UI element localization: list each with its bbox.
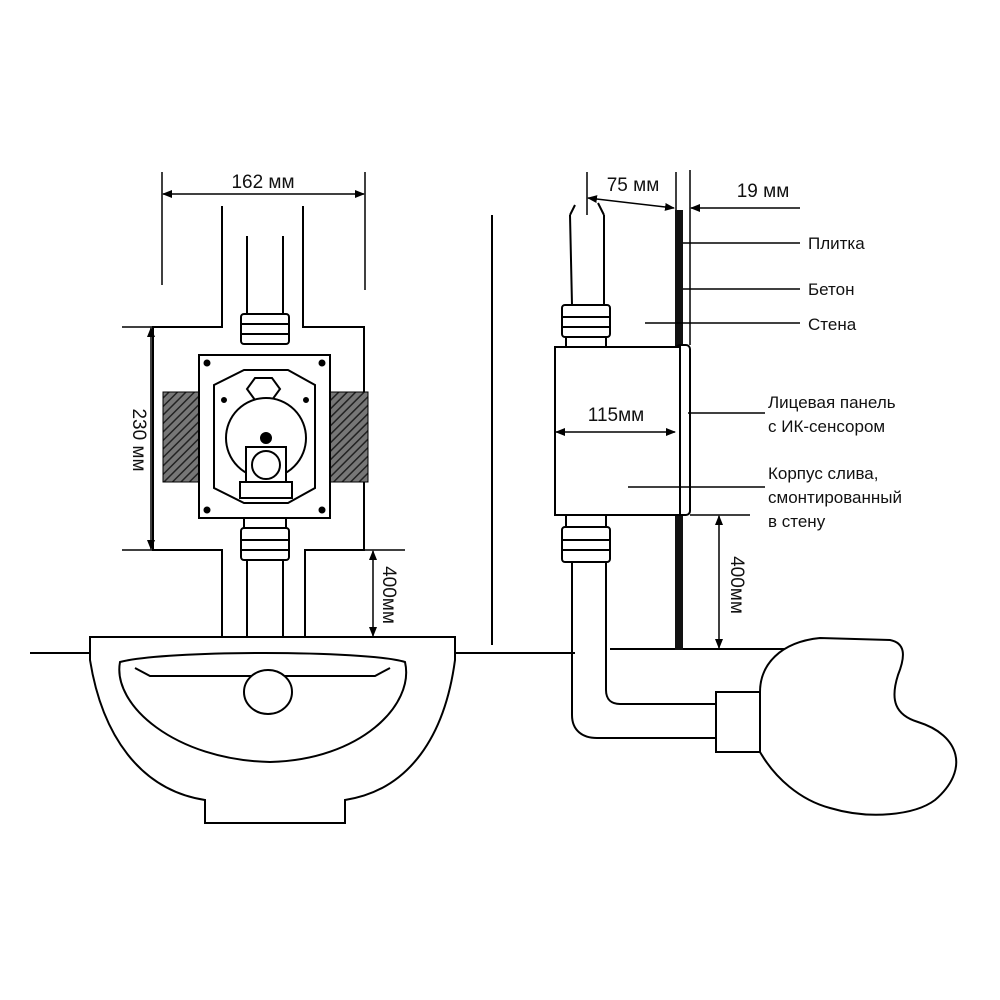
height-dim-label: 230 мм [128, 408, 149, 471]
hex-nut-icon [245, 377, 282, 401]
insulation-left [162, 391, 202, 483]
offset-dim-line [587, 195, 675, 211]
front-floor-dim-label: 400мм [378, 566, 399, 624]
label-housing-line1: Корпус слива, [768, 464, 878, 483]
width-dim-label: 162 мм [231, 172, 294, 193]
side-floor-dim-label: 400мм [726, 556, 747, 614]
urinal-side [759, 636, 958, 816]
label-concrete: Бетон [808, 280, 854, 299]
pipe-coupling [715, 691, 761, 753]
label-wall: Стена [808, 315, 857, 334]
side-lower-nut [561, 526, 611, 563]
label-panel-line2: с ИК-сенсором [768, 417, 885, 436]
offset-dim-label: 75 мм [607, 175, 660, 196]
side-upper-pipe [569, 214, 605, 306]
insulation-right [329, 391, 369, 483]
label-panel-line1: Лицевая панель [768, 393, 896, 412]
depth-dim-label: 115мм [588, 405, 644, 426]
side-upper-nut [561, 304, 611, 338]
label-housing-line2: смонтированный [768, 488, 902, 507]
label-housing-line3: в стену [768, 512, 826, 531]
urinal-bowl [89, 636, 456, 824]
elbow-pipe [571, 562, 716, 739]
drain-housing [554, 346, 681, 516]
side-view: 75 мм 19 мм 115мм 400мм Плитка Бетон Сте… [554, 170, 958, 816]
mounting-box [198, 354, 331, 519]
tile-dim-label: 19 мм [737, 181, 790, 202]
lower-connector [243, 517, 287, 529]
front-view: 162 мм 230 мм 400мм [89, 172, 456, 824]
upper-nut [240, 313, 290, 345]
lower-nut [240, 527, 290, 561]
label-tile: Плитка [808, 234, 865, 253]
